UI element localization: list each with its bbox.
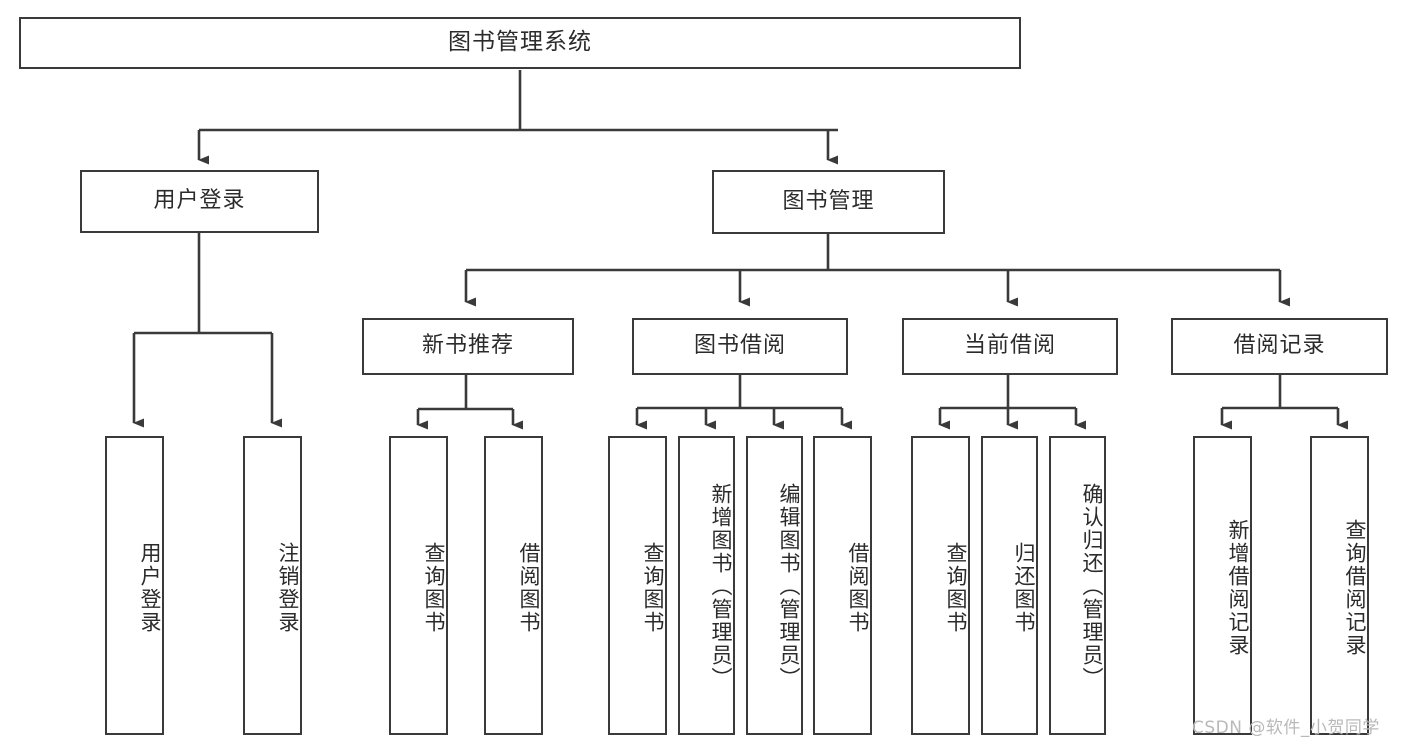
leaf-book-borrow-edit[interactable]: 编辑图书（管理员） xyxy=(746,436,803,735)
leaf-borrow-record-add[interactable]: 新增借阅记录 xyxy=(1193,436,1252,735)
watermark-label: CSDN @软件_小贺同学 xyxy=(1192,718,1380,738)
node-current-borrow[interactable]: 当前借阅 xyxy=(902,318,1118,375)
leaf-current-borrow-return[interactable]: 归还图书 xyxy=(981,436,1038,735)
node-user-login[interactable]: 用户登录 xyxy=(80,170,319,233)
leaf-current-borrow-confirm[interactable]: 确认归还（管理员） xyxy=(1049,436,1106,735)
node-book-borrow[interactable]: 图书借阅 xyxy=(632,318,848,375)
node-new-book-recommend[interactable]: 新书推荐 xyxy=(362,318,574,375)
leaf-new-book-query[interactable]: 查询图书 xyxy=(389,436,448,735)
leaf-borrow-record-query[interactable]: 查询借阅记录 xyxy=(1310,436,1369,735)
leaf-book-borrow-query[interactable]: 查询图书 xyxy=(608,436,667,735)
leaf-book-borrow-lend[interactable]: 借阅图书 xyxy=(813,436,872,735)
leaf-new-book-borrow[interactable]: 借阅图书 xyxy=(484,436,543,735)
node-borrow-record[interactable]: 借阅记录 xyxy=(1171,318,1388,375)
leaf-user-login-logout[interactable]: 注销登录 xyxy=(243,436,302,735)
leaf-current-borrow-query[interactable]: 查询图书 xyxy=(911,436,970,735)
leaf-book-borrow-add[interactable]: 新增图书（管理员） xyxy=(678,436,735,735)
leaf-user-login-login[interactable]: 用户登录 xyxy=(105,436,164,735)
node-book-management[interactable]: 图书管理 xyxy=(712,170,945,234)
node-root-system[interactable]: 图书管理系统 xyxy=(19,17,1021,69)
